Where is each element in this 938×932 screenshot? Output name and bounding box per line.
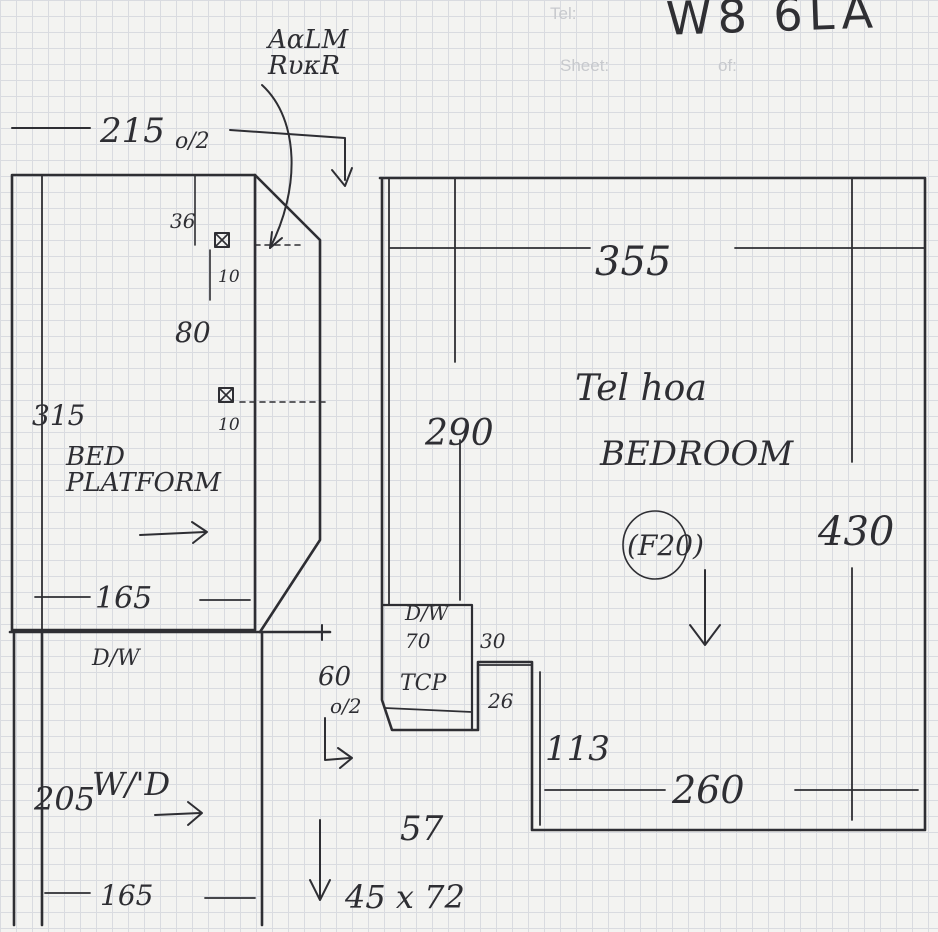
attic-slope <box>253 173 322 634</box>
sensor-1 <box>214 232 230 248</box>
recess-height: 60 <box>318 662 351 692</box>
room-label-2: BEDROOM <box>599 434 794 474</box>
window-arrow <box>309 819 331 901</box>
notch-depth: 113 <box>545 729 610 769</box>
sheet-label: Sheet: <box>560 56 610 75</box>
sensor-gap-mid: 80 <box>175 316 211 349</box>
wardrobe-label: W/'D <box>92 765 170 803</box>
room-length-label: 430 <box>817 509 894 555</box>
sensor-size-1: 10 <box>218 267 240 287</box>
dw-label: D/W <box>91 646 142 671</box>
recess-dw: D/W <box>404 601 450 625</box>
room-label-1: Tel hoa <box>575 368 707 409</box>
recess-box <box>380 603 474 732</box>
attic-room-outline <box>10 173 257 632</box>
sensor-2 <box>218 387 234 403</box>
sensor-size-2: 10 <box>218 415 240 435</box>
attic-length-label: 315 <box>32 399 85 432</box>
recess-o2: o/2 <box>330 694 362 718</box>
alarm-arrow <box>261 84 293 249</box>
sheet-header: Tel: Sheet: of: W8 6LA <box>540 0 938 90</box>
window-size-label: 45 x 72 <box>344 878 465 916</box>
bedroom-inner-left <box>454 177 461 601</box>
alarm-sensor-label: AαLM RυκR <box>266 25 357 81</box>
wardrobe-bottom-width: 165 <box>100 879 153 912</box>
bottom-width-label: 260 <box>671 768 745 812</box>
wardrobe-length: 205 <box>33 780 95 818</box>
attic-width-line <box>11 127 346 181</box>
room-width-label: 355 <box>595 239 671 285</box>
tel-label: Tel: <box>550 4 577 23</box>
attic-width-label: 215 <box>99 111 165 151</box>
recess-width: 70 <box>405 629 431 653</box>
recess-label: TCP <box>400 671 448 696</box>
inner-length-label: 290 <box>424 413 494 454</box>
of-label: of: <box>718 56 737 75</box>
sensor-gap-top: 36 <box>170 209 196 233</box>
recess-right: 30 <box>480 629 506 653</box>
bed-platform-label: BED PLATFORM <box>65 442 222 498</box>
wardrobe-outline <box>12 628 264 927</box>
misc-value: 57 <box>400 809 444 849</box>
attic-width-suffix: o/2 <box>175 129 210 154</box>
recess-side: 26 <box>487 689 514 713</box>
bedroom-outline <box>378 176 927 832</box>
attic-bottom-width: 165 <box>95 581 152 616</box>
attic-mid-line <box>194 174 211 301</box>
room-ref: (F20) <box>627 529 704 562</box>
